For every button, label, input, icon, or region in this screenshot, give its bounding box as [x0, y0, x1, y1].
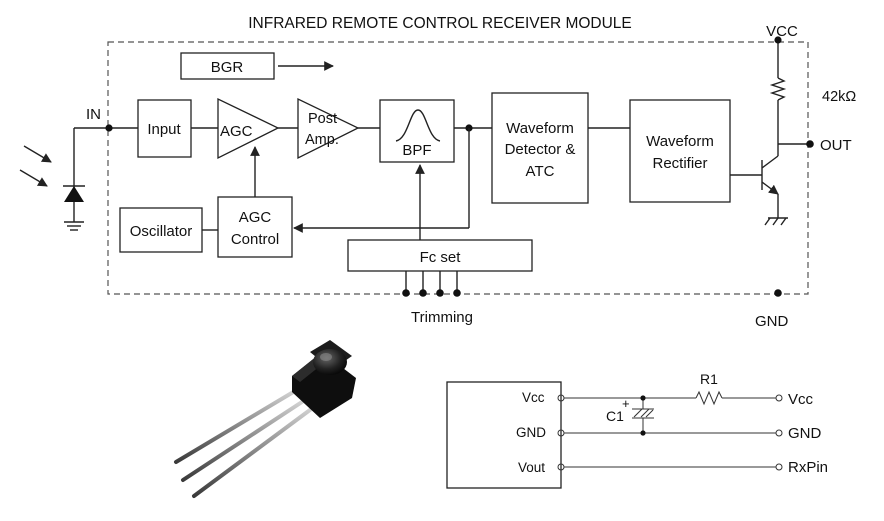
- oscillator-block: [119, 207, 203, 253]
- in-label: IN: [86, 106, 101, 123]
- gnd-out-label: GND: [788, 425, 822, 442]
- vcc-terminal: [775, 394, 783, 402]
- waveform-detector-line3: ATC: [526, 163, 555, 180]
- oscillator-label: Oscillator: [130, 223, 193, 240]
- trimming-label: Trimming: [411, 309, 473, 326]
- c1-label: C1: [606, 408, 624, 424]
- fc-set-label: Fc set: [420, 249, 462, 266]
- npn-transistor-icon: [761, 100, 788, 226]
- out-label: OUT: [820, 137, 852, 154]
- trimming-pins: [402, 271, 461, 297]
- in-node: [105, 124, 113, 132]
- gnd-pin-label: GND: [516, 425, 546, 440]
- photodiode-icon: [63, 128, 85, 231]
- r1-resistor-icon: [695, 390, 723, 406]
- waveform-rectifier-line1: Waveform: [646, 133, 714, 150]
- resistor-value-label: 42kΩ: [822, 89, 856, 105]
- vcc-pin-label: Vcc: [522, 390, 545, 405]
- waveform-detector-line2: Detector &: [505, 141, 576, 158]
- c1-plus-label: +: [622, 396, 630, 411]
- c1-capacitor-icon: [632, 395, 654, 436]
- waveform-rectifier-line2: Rectifier: [652, 155, 707, 172]
- module-box: [446, 381, 562, 489]
- post-amp-amplifier: [297, 97, 360, 160]
- agc-control-line2: Control: [231, 231, 279, 248]
- out-node: [806, 140, 814, 148]
- waveform-detector-block: [491, 92, 589, 204]
- vout-pin-label: Vout: [518, 460, 545, 475]
- bgr-block: [180, 52, 275, 80]
- vcc-node: [774, 36, 782, 44]
- post-amp-label-line1: Post: [308, 111, 337, 127]
- waveform-detector-line1: Waveform: [506, 120, 574, 137]
- bgr-label: BGR: [211, 59, 244, 76]
- agc-label: AGC: [220, 123, 253, 140]
- gnd-terminal: [775, 429, 783, 437]
- rx-terminal: [775, 463, 783, 471]
- gnd-node: [774, 289, 782, 297]
- waveform-rectifier-block: [629, 99, 731, 203]
- agc-control-line1: AGC: [239, 209, 272, 226]
- r1-label: R1: [700, 371, 718, 387]
- ir-receiver-photo: [174, 340, 356, 498]
- rxpin-out-label: RxPin: [788, 459, 828, 476]
- diagram-title: INFRARED REMOTE CONTROL RECEIVER MODULE: [248, 15, 632, 32]
- input-block: [137, 99, 192, 158]
- vcc-label: VCC: [766, 23, 798, 40]
- vcc-out-label: Vcc: [788, 391, 814, 408]
- bpf-label: BPF: [402, 142, 431, 159]
- input-label: Input: [147, 121, 181, 138]
- post-amp-label-line2: Amp.: [305, 132, 339, 148]
- agc-amplifier: [217, 97, 280, 160]
- gnd-label: GND: [755, 313, 789, 330]
- bandpass-curve-icon: [395, 109, 441, 142]
- pullup-resistor-icon: [769, 77, 787, 101]
- agc-control-block: [217, 196, 293, 258]
- light-rays-icon: [19, 145, 52, 187]
